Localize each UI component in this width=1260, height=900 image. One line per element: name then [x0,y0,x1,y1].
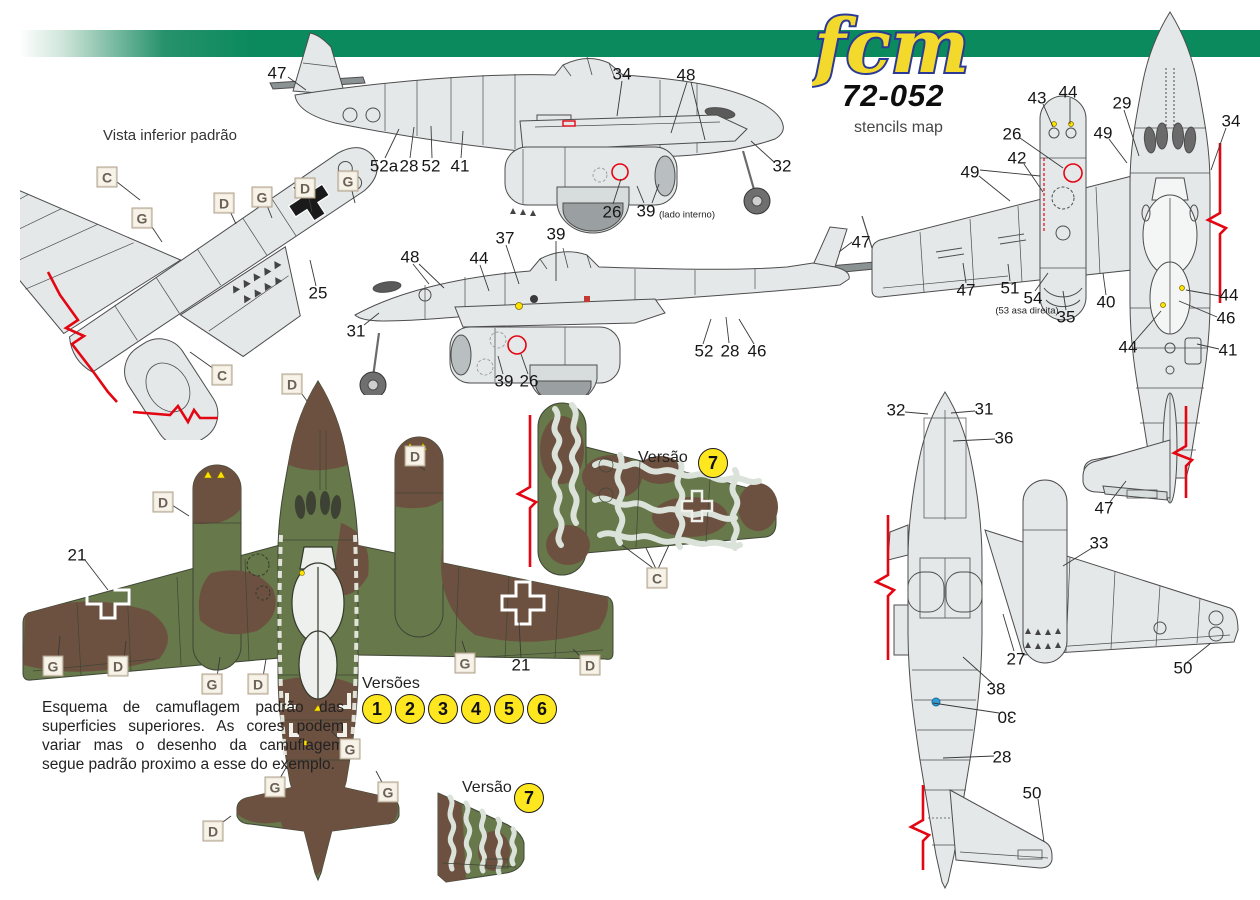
version-circle-4: 4 [461,694,491,724]
version-circle-6: 6 [527,694,557,724]
underside-view-title: Vista inferior padrão [103,127,237,144]
version7-mid-label: Versão [638,449,688,466]
versions-label: Versões [362,675,420,692]
version7-bottom-label: Versão [462,779,512,796]
underside-view-drawing [20,147,378,440]
version7-tailplane-drawing [437,792,525,883]
side-profile-top-drawing [269,32,784,234]
sheet-subtitle: stencils map [854,119,943,136]
version-circle-3: 3 [428,694,458,724]
tailplane-47-drawing [1082,439,1171,501]
bottom-view-drawing [873,391,1239,890]
version-circle-5: 5 [494,694,524,724]
brand-logo-text: fcm [812,4,969,90]
version7-mid-circle: 7 [698,448,728,478]
fcm-logo: fcm 72-052 stencils map [812,2,971,136]
green-header-band [0,30,1260,57]
version-circle-2: 2 [395,694,425,724]
version-circle-1: 1 [362,694,392,724]
side-profile-mid-drawing [354,226,875,395]
sheet-number: 72-052 [842,78,945,113]
camouflage-top-view-drawing [22,380,614,882]
version7-bottom-circle: 7 [514,783,544,813]
version7-wing-drawing [515,402,778,576]
camouflage-note-paragraph: Esquema de camuflagem padrão das superfi… [42,699,344,773]
